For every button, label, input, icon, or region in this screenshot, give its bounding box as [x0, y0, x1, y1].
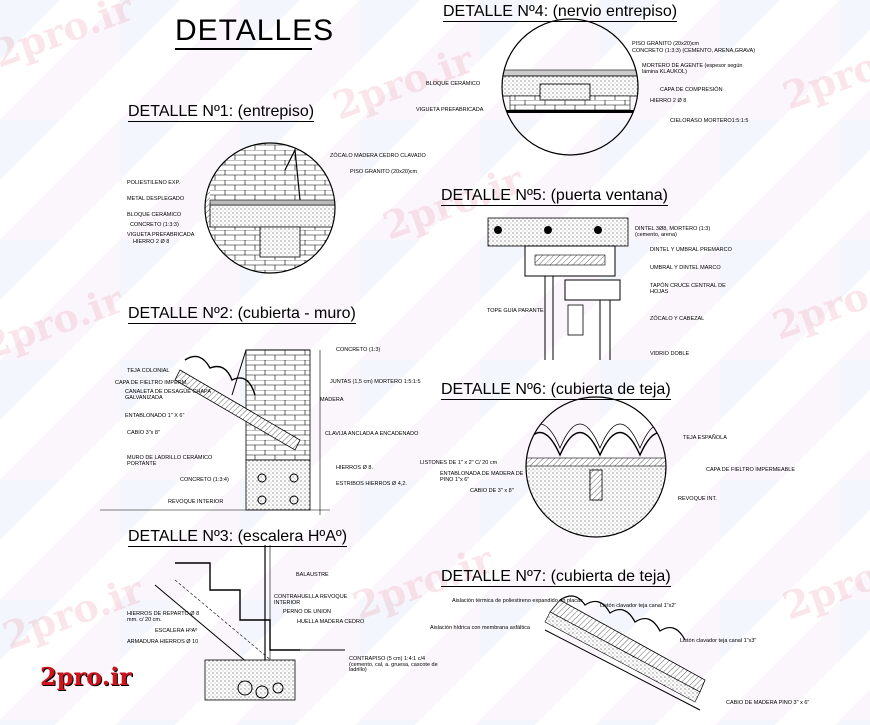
detail-5-label: TAPÓN CRUCE CENTRAL DE HOJAS — [650, 283, 726, 295]
detail-3-label: HIERROS DE REPARTO Ø 8 mm. c/ 20 cm. — [127, 611, 200, 623]
detail-7-label: CABIO DE MADERA PINO 3" x 6" — [726, 700, 810, 706]
detail-1-label: POLIESTILENO EXP. — [127, 180, 181, 186]
detail-2-label: CANALETA DE DESAGÜE CHAPA GALVANIZADA — [125, 389, 211, 401]
detail-5-label: DINTEL Y UMBRAL PREMARCO — [650, 247, 732, 253]
detail-1-label: METAL DESPLEGADO — [127, 196, 185, 202]
detail-2-label: CLAVIJA ANCLADA A ENCADENADO — [325, 431, 419, 437]
detail-6-label: REVOQUE INT. — [678, 496, 717, 502]
detail-7-title: DETALLE Nº7: (cubierta de teja) — [441, 568, 671, 587]
detail-2-label: TEJA COLONIAL — [127, 368, 170, 374]
detail-3-drawing — [154, 545, 345, 701]
detail-2-label: CAPA DE FIELTRO IMPERM. — [115, 380, 188, 386]
detail-1-label: HIERRO 2 Ø 8 — [133, 239, 170, 245]
detail-7-label: Listón clavador teja canal 1"x3" — [680, 638, 757, 644]
detail-5-label: TOPE GUIA PARANTE — [487, 308, 544, 314]
detail-5-title: DETALLE Nº5: (puerta ventana) — [441, 187, 668, 206]
detail-1-label: CONCRETO (1:3:3) — [130, 222, 179, 228]
detail-5-label: VIDRIO DOBLE — [650, 351, 690, 357]
detail-6-drawing — [525, 396, 667, 538]
detail-2-label: MURO DE LADRILLO CERÁMICO PORTANTE — [127, 455, 213, 467]
detail-4-label: BLOQUE CERÁMICO — [426, 81, 481, 87]
detail-2-label: ESTRIBOS HIERROS Ø 4,2. — [336, 481, 407, 487]
detail-3-label: HUELLA MADERA CEDRO — [297, 619, 365, 625]
detail-4-label: CONCRETO (1:3:3) (CEMENTO, ARENA,GRAVA) — [632, 48, 756, 54]
detail-2-label: REVOQUE INTERIOR — [168, 499, 224, 505]
detail-2-label: HIERROS Ø 8. — [336, 465, 373, 471]
detail-3-label: PERNO DE UNION — [283, 609, 331, 615]
detail-5-label: UMBRAL Y DINTEL MARCO — [650, 265, 721, 271]
detail-3-title: DETALLE Nº3: (escalera HºAº) — [128, 528, 348, 547]
detail-2-label: CONCRETO (1:3:4) — [180, 477, 229, 483]
detail-2-label: JUNTAS (1,5 cm) MORTERO 1:5:1:5 — [330, 379, 421, 385]
detail-2-label: MADERA — [320, 397, 344, 403]
detail-6-label: CABIO DE 3" x 8" — [470, 488, 514, 494]
detail-4-label: VIGUETA PREFABRICADA — [416, 107, 484, 113]
detail-2-title: DETALLE Nº2: (cubierta - muro) — [128, 305, 356, 324]
detail-1-label: PISO GRANITO (20x20)cm — [350, 169, 418, 175]
detail-6-title: DETALLE Nº6: (cubierta de teja) — [441, 381, 671, 400]
detail-5-label: DINTEL 3Ø8, MORTERO (1:3) (cemento, aren… — [635, 226, 711, 238]
detail-1-label: ZÓCALO MADERA CEDRO CLAVADO — [330, 153, 426, 159]
detail-4-label: CAPA DE COMPRESIÓN — [660, 87, 723, 93]
detail-3-label: BALAUSTRE — [296, 572, 329, 578]
detail-1-drawing — [204, 142, 336, 274]
detail-7-label: Aislación hídrica con membrana asfáltica — [430, 625, 530, 631]
detail-6-label: CAPA DE FIELTRO IMPERMEABLE — [706, 467, 796, 473]
detail-4-label: MORTERO DE AGENTE (espesor según lámina … — [642, 63, 743, 75]
detail-2-label: ENTABLONADO 1" X 6" — [125, 413, 185, 419]
logo: 2pro.ir — [40, 662, 132, 691]
detail-1-label: BLOQUE CERÁMICO — [127, 212, 182, 218]
detail-1-title: DETALLE Nº1: (entrepiso) — [128, 103, 315, 122]
detail-6-label: LISTONES DE 1" x 2" C/ 20 cm — [420, 460, 498, 466]
detail-1-label: VIGUETA PREFABRICADA — [127, 232, 195, 238]
detail-5-label: ZÓCALO Y CABEZAL — [650, 316, 705, 322]
detail-7-label: Listón clavador teja canal 1"x2" — [600, 603, 677, 609]
detail-3-label: ARMADURA HIERROS Ø 10 — [127, 639, 199, 645]
detail-2-drawing — [100, 349, 330, 515]
detail-5-drawing — [487, 217, 629, 360]
detail-3-label: CONTRAPISO (5 cm) 1:4:1 c/4 (cemento, ca… — [349, 656, 438, 673]
detail-4-label: CIELORASO MORTERO1:5:1:5 — [670, 118, 749, 124]
detail-7-label: Aislación térmica de poliestireno expand… — [452, 598, 583, 604]
detail-6-label: TEJA ESPAÑOLA — [683, 435, 727, 441]
detail-4-label: PISO GRANITO (20x20)cm — [632, 41, 700, 47]
detail-6-label: ENTABLONADA DE MADERA DE PINO 1"x 6" — [440, 471, 524, 483]
page-title: DETALLES — [175, 14, 335, 50]
detail-4-drawing — [501, 18, 639, 156]
detail-3-label: CONTRAHUELLA REVOQUE INTERIOR — [274, 594, 348, 606]
detail-4-title: DETALLE Nº4: (nervio entrepiso) — [443, 3, 678, 22]
detail-2-label: CONCRETO (1:3) — [336, 347, 381, 353]
detail-3-label: ESCALERA HºAº — [155, 628, 198, 634]
detail-7-drawing — [544, 595, 706, 711]
detail-4-label: HIERRO 2 Ø 8 — [650, 98, 687, 104]
detail-2-label: CABIO 3"x 8" — [127, 430, 160, 436]
